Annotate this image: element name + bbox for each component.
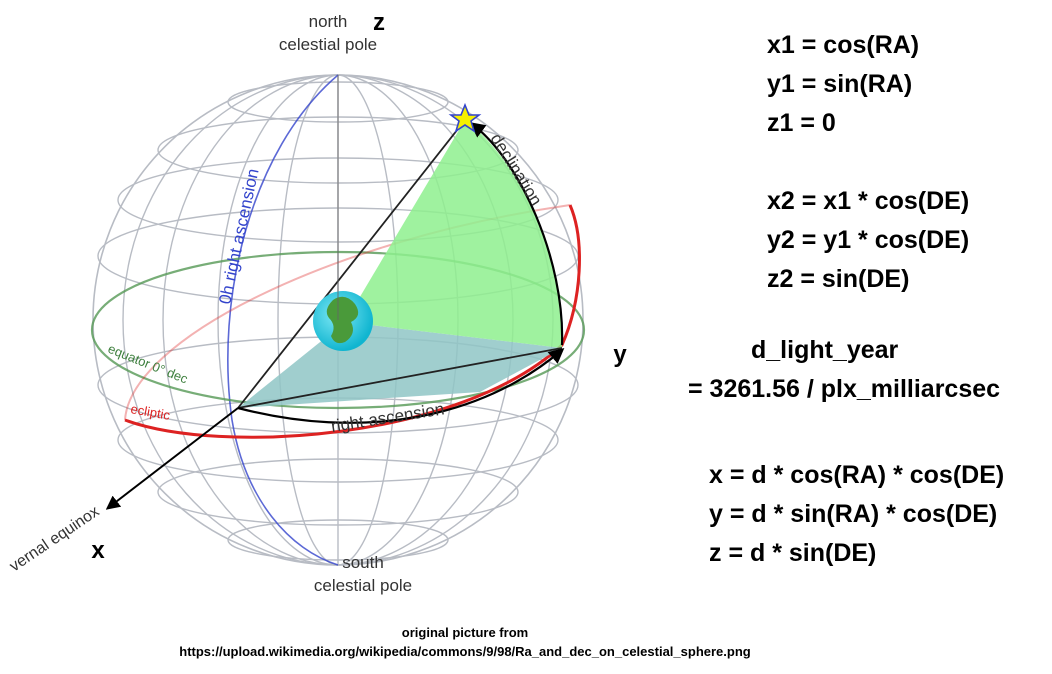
star-icon [448,102,482,133]
axis-x-label: x [91,537,105,564]
formula-y: y = d * sin(RA) * cos(DE) [709,500,998,528]
formula-distance-line2: = 3261.56 / plx_milliarcsec [688,375,1001,403]
declination-arc [469,122,564,346]
declination-sector [345,120,563,348]
right-ascension-sector [238,322,562,408]
earth-land [326,296,359,344]
caption-line2: https://upload.wikimedia.org/wikipedia/c… [179,644,751,659]
x-axis-line [105,407,239,510]
formula-y1: y1 = sin(RA) [767,70,913,98]
north-pole-label-2: celestial pole [279,35,377,54]
ecliptic-front [124,204,581,439]
formula-x1: x1 = cos(RA) [767,31,920,59]
formula-z1: z1 = 0 [767,109,836,137]
celestial-sphere-diagram: north celestial pole z south celestial p… [7,9,628,595]
zero-h-meridian [227,74,339,566]
north-pole-label-1: north [309,12,348,31]
star-vector [237,119,466,409]
formula-distance-line1: d_light_year [751,336,899,364]
right-ascension-arc [237,348,565,424]
caption-line1: original picture from [401,625,529,640]
formula-y2: y2 = y1 * cos(DE) [767,226,970,254]
formula-z2: z2 = sin(DE) [767,265,910,293]
axis-y-label: y [613,341,627,368]
south-pole-label-1: south [342,553,384,572]
formula-z: z = d * sin(DE) [709,539,877,567]
formula-x2: x2 = x1 * cos(DE) [767,187,970,215]
south-pole-label-2: celestial pole [314,576,412,595]
axis-z-label: z [373,9,385,36]
vernal-equinox-label: vernal equinox [7,503,103,575]
projection-vector [237,347,563,409]
right-ascension-label: right ascension [330,399,446,436]
formula-x: x = d * cos(RA) * cos(DE) [709,461,1005,489]
ecliptic-label: ecliptic [129,401,171,423]
